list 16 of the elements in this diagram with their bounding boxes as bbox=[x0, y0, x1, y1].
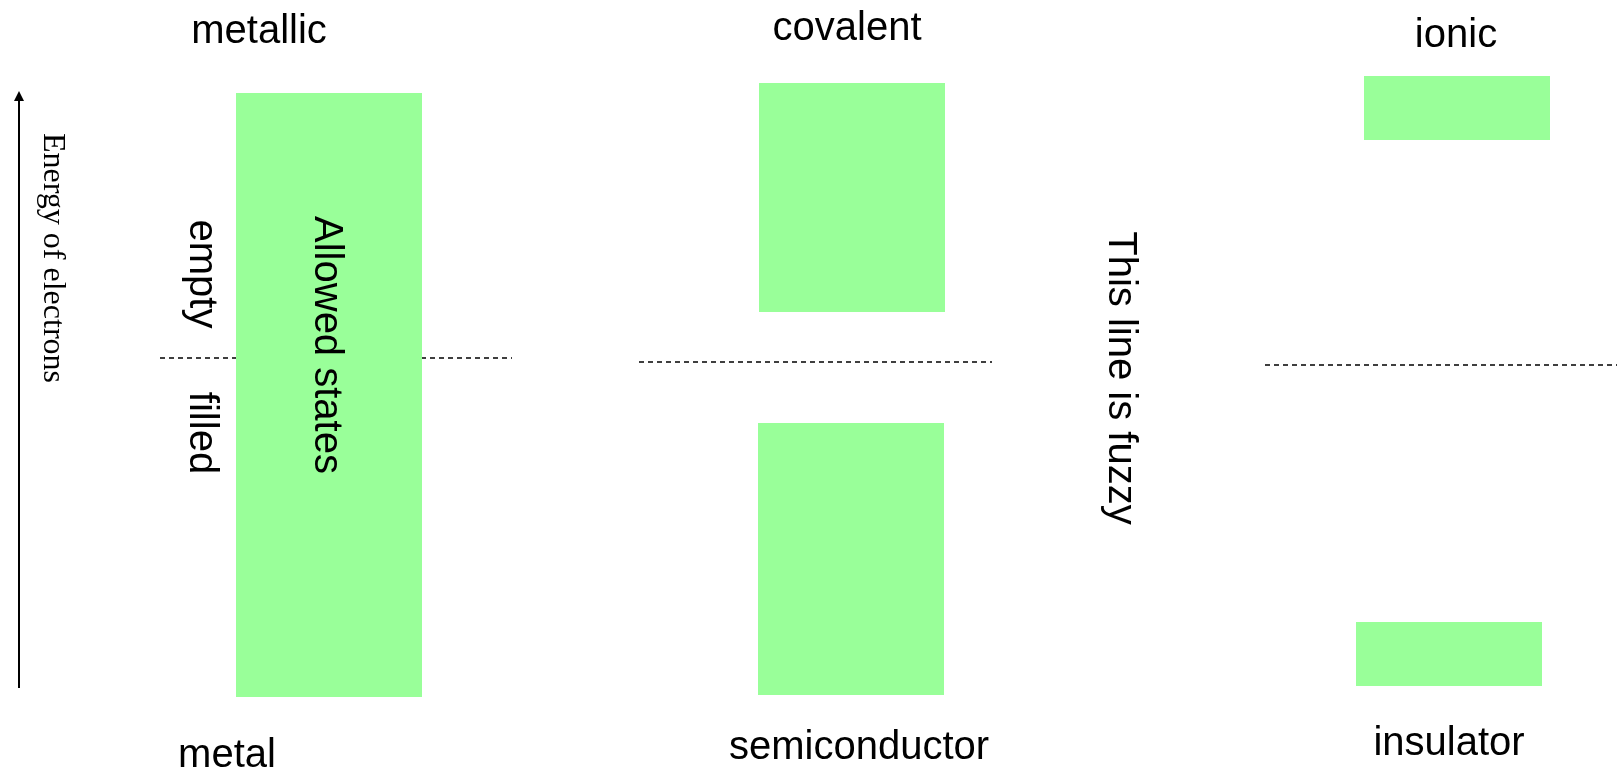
state-label: filled bbox=[184, 391, 224, 475]
class-label: ionic bbox=[1414, 13, 1498, 53]
axis-label: Energy of electrons bbox=[39, 133, 71, 383]
material-label: metal bbox=[178, 733, 276, 773]
energy-band bbox=[236, 93, 422, 697]
energy-band bbox=[1356, 622, 1542, 686]
note-text: This line is fuzzy bbox=[1103, 231, 1143, 525]
energy-band bbox=[758, 423, 944, 695]
band-label: Allowed states bbox=[309, 216, 349, 474]
class-label: metallic bbox=[191, 9, 327, 49]
material-label: semiconductor bbox=[728, 725, 990, 765]
class-label: covalent bbox=[772, 6, 922, 46]
energy-band bbox=[759, 83, 945, 312]
energy-band bbox=[1364, 76, 1550, 140]
state-label: empty bbox=[184, 219, 224, 329]
material-label: insulator bbox=[1373, 721, 1525, 761]
